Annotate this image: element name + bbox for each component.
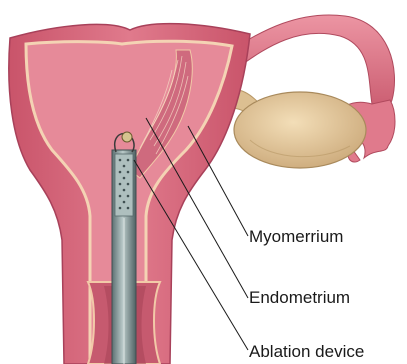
label-myometrium: Myomerrium bbox=[249, 228, 343, 245]
ablation-device bbox=[112, 132, 136, 364]
label-endometrium: Endometrium bbox=[249, 289, 350, 306]
device-tip bbox=[122, 132, 132, 142]
label-ablation-device: Ablation device bbox=[249, 343, 364, 360]
